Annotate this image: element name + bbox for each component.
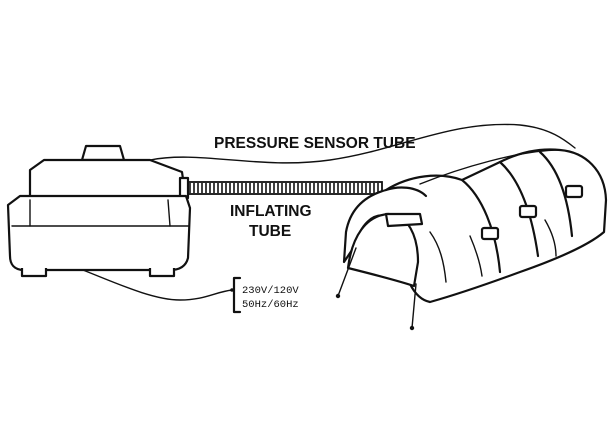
- power-voltage-label: 230V/120V: [242, 285, 299, 297]
- inflating-tube-label-line1: INFLATING: [230, 203, 312, 220]
- pressure-sensor-tube: [149, 123, 576, 164]
- blower-unit: [6, 144, 192, 278]
- pressure-sensor-tube-label: PRESSURE SENSOR TUBE: [214, 135, 416, 152]
- inflating-tube-label-line2: TUBE: [249, 223, 291, 240]
- inflatable-tent: [335, 148, 608, 331]
- power-cable: [69, 264, 233, 301]
- power-plug: [230, 276, 242, 314]
- inflating-tube: [185, 181, 383, 195]
- power-frequency-label: 50Hz/60Hz: [242, 299, 299, 311]
